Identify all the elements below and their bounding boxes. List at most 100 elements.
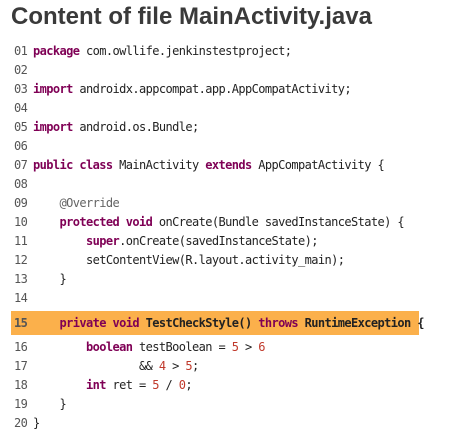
code-keyword: public (33, 158, 73, 172)
code-text: super.onCreate(savedInstanceState); (33, 232, 318, 251)
code-line: 04 (0, 99, 462, 118)
code-text: public class MainActivity extends AppCom… (33, 156, 385, 175)
code-number: 5 (185, 359, 192, 373)
code-number: 4 (158, 359, 166, 373)
code-token: && (33, 359, 159, 373)
code-token: setContentView(R.layout.activity_main); (33, 253, 345, 267)
code-line: 17 && 4 > 5; (0, 357, 462, 376)
code-token: > (165, 359, 186, 373)
code-token: } (33, 416, 40, 430)
code-token: / (158, 378, 179, 392)
code-annotation: @Override (59, 196, 120, 210)
code-text: @Override (33, 194, 120, 213)
code-text: import androidx.appcompat.app.AppCompatA… (33, 80, 352, 99)
code-line: 16 boolean testBoolean = 5 > 6 (0, 338, 462, 357)
code-token: com.owllife.jenkinstestproject; (79, 44, 292, 58)
code-keyword: class (79, 158, 113, 172)
code-line: 07 public class MainActivity extends AppC… (0, 156, 462, 175)
code-token: onCreate(Bundle savedInstanceState) { (152, 215, 405, 229)
line-number: 06 (14, 139, 28, 153)
code-token (33, 196, 60, 210)
line-number: 02 (14, 63, 28, 77)
code-token: MainActivity (112, 158, 206, 172)
code-keyword: int (86, 378, 106, 392)
line-number: 04 (14, 101, 28, 115)
code-text: } (33, 270, 66, 289)
code-token: ; (192, 359, 199, 373)
code-token (33, 215, 60, 229)
line-number: 20 (14, 416, 28, 430)
code-token: AppCompatActivity { (251, 158, 385, 172)
code-text: setContentView(R.layout.activity_main); (33, 251, 345, 270)
code-token: > (238, 340, 259, 354)
code-line: 09 @Override (0, 194, 462, 213)
line-number: 15 (14, 316, 28, 330)
code-token: ret = (105, 378, 153, 392)
code-keyword: void (112, 316, 140, 330)
code-text: int ret = 5 / 0; (33, 376, 193, 395)
code-text: private void TestCheckStyle() throws Run… (33, 311, 425, 335)
code-token (106, 316, 113, 330)
code-token (33, 234, 86, 248)
code-line: 08 (0, 175, 462, 194)
code-token: RuntimeException { (298, 316, 425, 330)
code-keyword: import (33, 82, 73, 96)
line-number: 01 (14, 44, 28, 58)
line-number: 12 (14, 253, 28, 267)
line-number: 05 (14, 120, 28, 134)
code-line: 18 int ret = 5 / 0; (0, 376, 462, 395)
code-token (119, 215, 126, 229)
code-token: } (33, 272, 67, 286)
code-line: 02 (0, 61, 462, 80)
code-line: 19 } (0, 395, 462, 414)
code-text: && 4 > 5; (33, 357, 199, 376)
code-line: 01 package com.owllife.jenkinstestproject… (0, 42, 462, 61)
line-number: 18 (14, 378, 28, 392)
code-line: 12 setContentView(R.layout.activity_main… (0, 251, 462, 270)
code-number: 6 (258, 340, 265, 354)
line-number: 17 (14, 359, 28, 373)
code-token: ; (185, 378, 192, 392)
code-number: 5 (152, 378, 159, 392)
code-keyword: private (59, 316, 107, 330)
line-number: 08 (14, 177, 28, 191)
code-text: boolean testBoolean = 5 > 6 (33, 338, 265, 357)
line-number: 13 (14, 272, 28, 286)
code-line: 13 } (0, 270, 462, 289)
code-line: 14 (0, 289, 462, 308)
code-keyword: protected (59, 215, 120, 229)
code-token: TestCheckStyle() (139, 316, 259, 330)
line-number: 09 (14, 196, 28, 210)
line-number: 14 (14, 291, 28, 305)
code-text: } (33, 414, 40, 433)
line-number: 19 (14, 397, 28, 411)
code-listing: 01 package com.owllife.jenkinstestproject… (0, 42, 462, 433)
code-keyword: package (33, 44, 80, 58)
code-line: 11 super.onCreate(savedInstanceState); (0, 232, 462, 251)
page-title: Content of file MainActivity.java (11, 3, 372, 30)
code-token: testBoolean = (132, 340, 232, 354)
code-token: androidx.appcompat.app.AppCompatActivity… (72, 82, 351, 96)
code-token (33, 316, 60, 330)
code-keyword: import (33, 120, 73, 134)
line-number: 16 (14, 340, 28, 354)
code-line: 20} (0, 414, 462, 433)
highlighted-code-line: 15 private void TestCheckStyle() throws … (11, 311, 424, 335)
line-number: 10 (14, 215, 28, 229)
code-text: } (33, 395, 66, 414)
code-keyword: throws (258, 316, 298, 330)
code-token (33, 378, 86, 392)
code-number: 0 (178, 378, 186, 392)
line-number: 07 (14, 158, 28, 172)
code-text: package com.owllife.jenkinstestproject; (33, 42, 292, 61)
line-number: 11 (14, 234, 28, 248)
code-token: android.os.Bundle; (72, 120, 199, 134)
code-line: 03 import androidx.appcompat.app.AppCompa… (0, 80, 462, 99)
code-keyword: void (125, 215, 153, 229)
code-keyword: extends (205, 158, 252, 172)
code-line: 05 import android.os.Bundle; (0, 118, 462, 137)
line-number: 03 (14, 82, 28, 96)
code-keyword: super (86, 234, 120, 248)
code-line: 06 (0, 137, 462, 156)
code-line: 10 protected void onCreate(Bundle savedI… (0, 213, 462, 232)
